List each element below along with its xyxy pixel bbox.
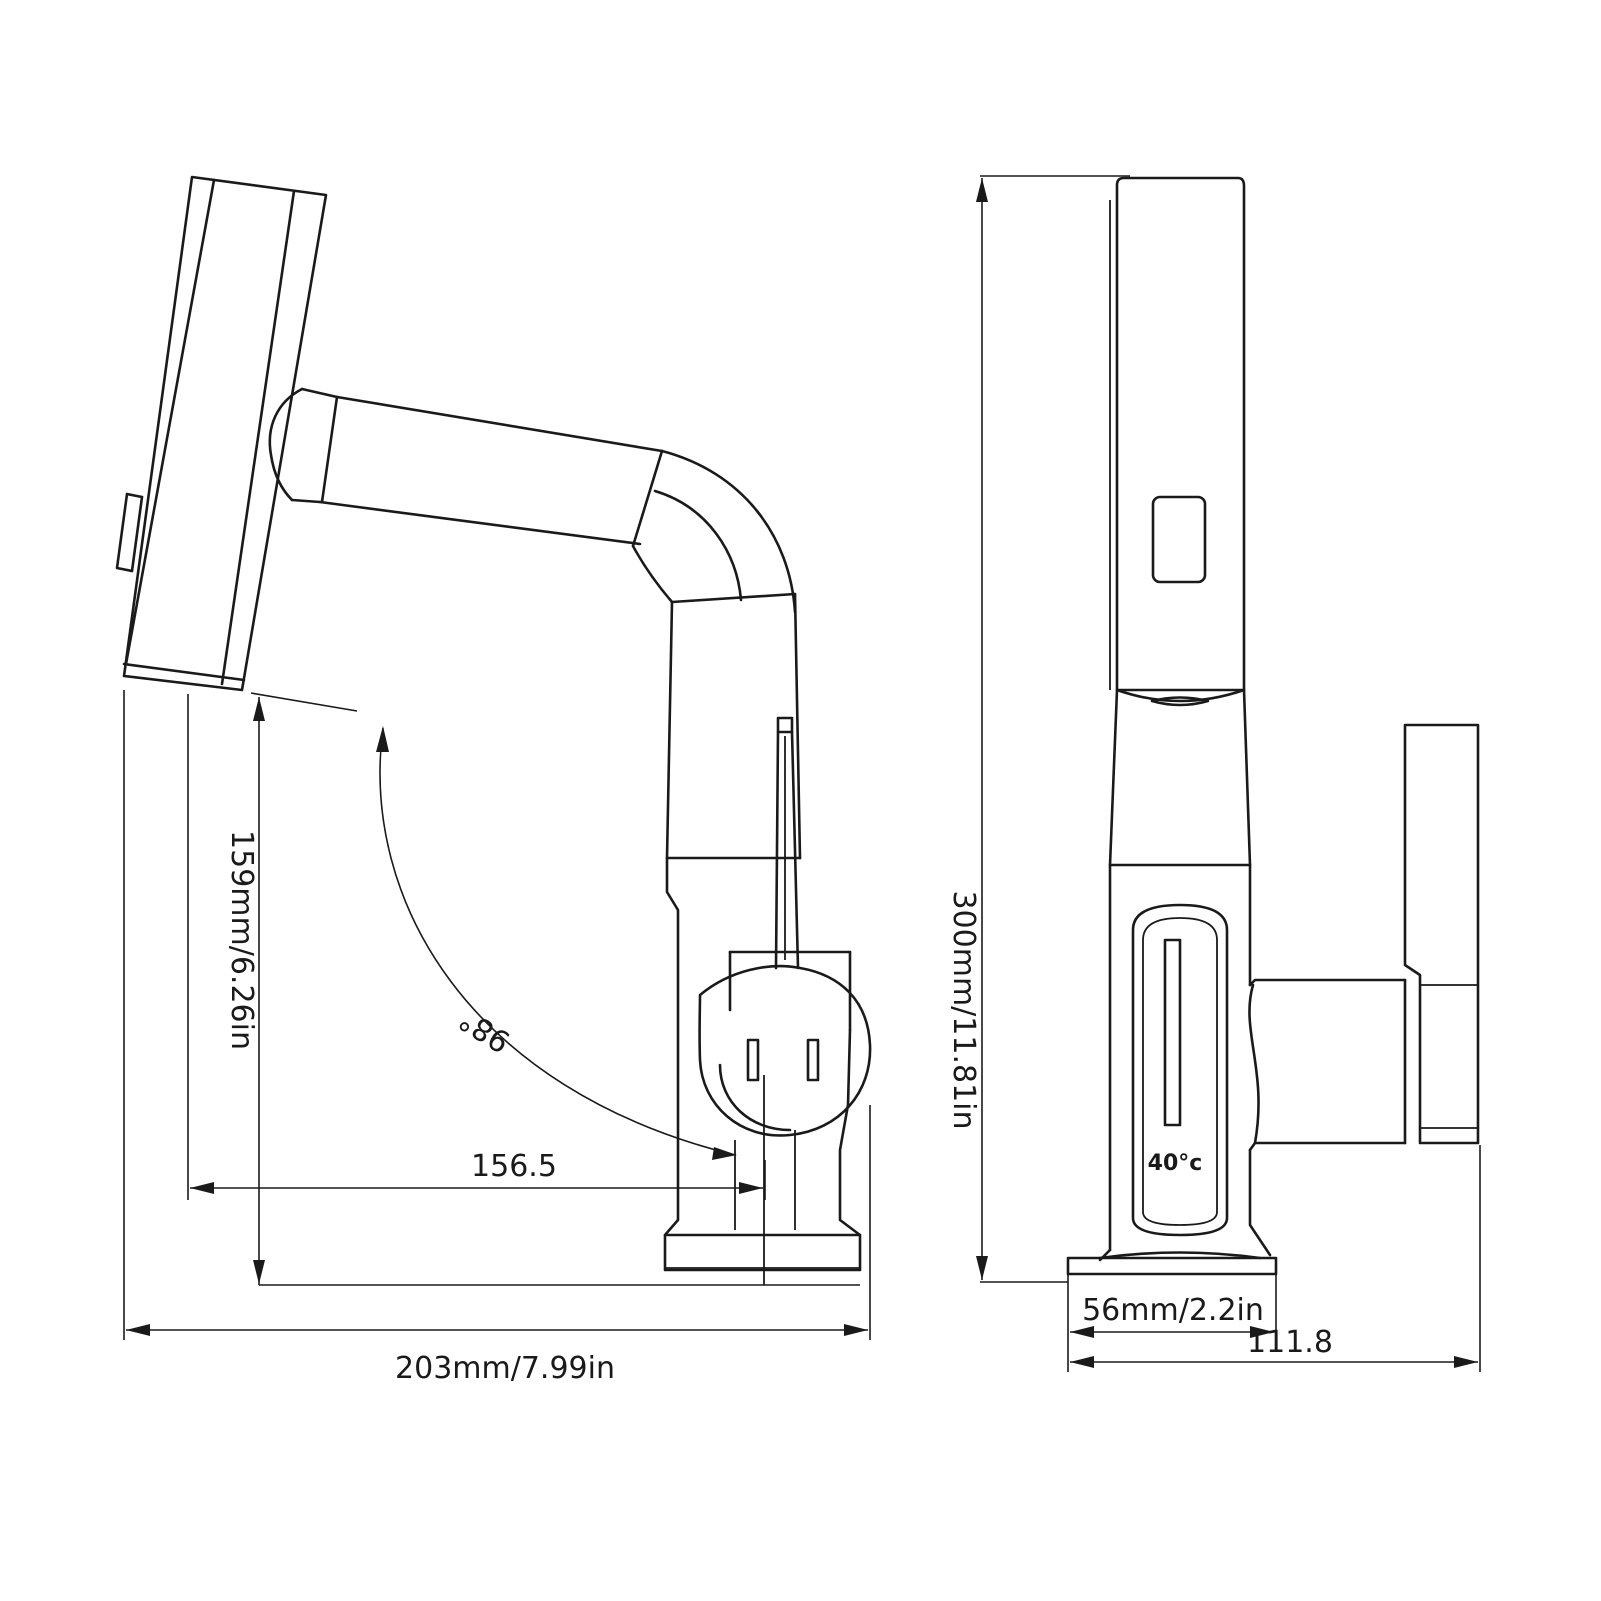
front-dimension-lines	[976, 175, 1481, 1372]
faucet-base	[663, 1075, 862, 1285]
front-spray-head	[1109, 176, 1246, 707]
front-base	[1066, 1251, 1278, 1276]
front-base-width-label: 56mm/2.2in	[1082, 1293, 1264, 1328]
spray-head	[115, 175, 328, 692]
temperature-display-window: 40°c	[1131, 903, 1229, 1237]
front-body	[1098, 688, 1272, 1262]
front-total-depth-label: 111.8	[1247, 1325, 1333, 1360]
display-reading: 40°c	[1148, 1151, 1203, 1176]
lever-handle	[698, 716, 872, 1137]
front-handle	[1248, 723, 1480, 1152]
side-height-label: 159mm/6.26in	[224, 830, 259, 1050]
side-reach-label: 156.5	[471, 1149, 557, 1184]
angle-indicator	[250, 692, 737, 1160]
dimension-lines	[123, 690, 871, 1340]
side-angle-label: 98°	[453, 1001, 517, 1059]
front-total-height-label: 300mm/11.81in	[946, 890, 981, 1129]
front-view: 40°c	[946, 175, 1481, 1372]
faucet-body	[663, 592, 862, 1237]
side-view: 203mm/7.99in 156.5 159mm/6.26in 98°	[115, 175, 872, 1386]
side-total-width-label: 203mm/7.99in	[395, 1351, 615, 1386]
spout-arm	[268, 387, 797, 614]
